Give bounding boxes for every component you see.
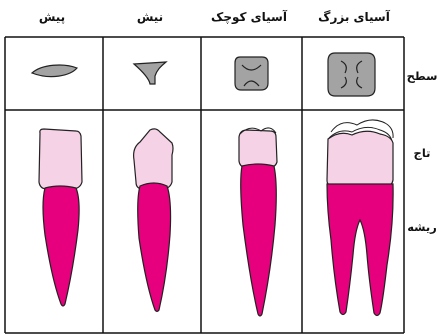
header-molar: آسیای بزرگ: [318, 9, 391, 24]
incisor-surface-shape: [32, 65, 77, 77]
molar-surface-shape: [328, 53, 375, 96]
molar-crown: [327, 131, 393, 186]
incisor-root: [43, 186, 79, 306]
row-label-root: ریشه: [407, 220, 437, 234]
header-canine: نیش: [137, 10, 163, 24]
premolar-tooth: [239, 128, 277, 316]
incisor-crown: [39, 129, 82, 189]
canine-tooth: [134, 129, 173, 312]
canine-crown: [134, 129, 173, 189]
molar-root: [327, 184, 393, 316]
canine-surface-shape: [134, 62, 166, 84]
canine-root: [138, 183, 171, 312]
header-incisor: پیش: [39, 10, 65, 24]
premolar-root: [241, 164, 277, 316]
molar-tooth: [327, 120, 393, 316]
premolar-crown: [239, 130, 277, 168]
premolar-surface: [235, 57, 268, 90]
molar-surface: [328, 53, 375, 96]
premolar-surface-shape: [235, 57, 268, 90]
row-label-crown: تاج: [414, 146, 431, 161]
row-label-surface: سطح: [407, 69, 438, 83]
header-premolar: آسیای کوچک: [211, 9, 288, 25]
incisor-tooth: [39, 129, 82, 306]
